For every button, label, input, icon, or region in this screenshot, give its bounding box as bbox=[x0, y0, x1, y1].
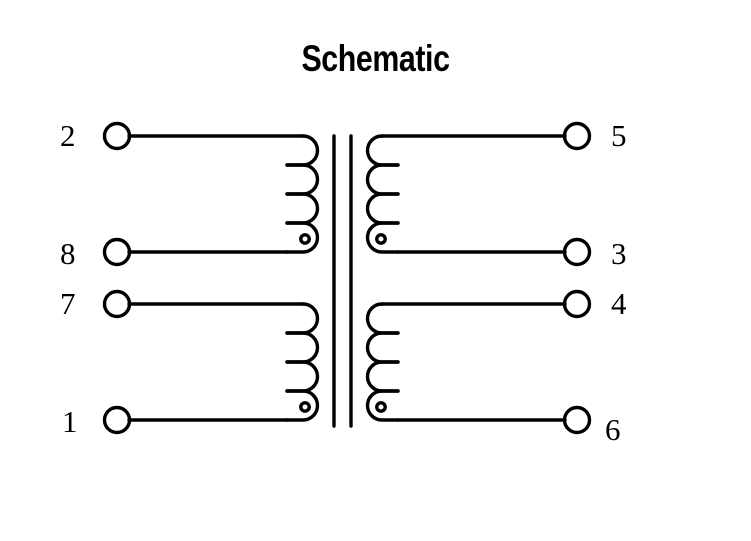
pin-label-4: 4 bbox=[611, 286, 627, 321]
terminal-circle-pin2[interactable] bbox=[102, 121, 132, 151]
page-title: Schematic bbox=[301, 38, 450, 79]
coil-turn-2 bbox=[365, 163, 400, 196]
coil-turn-3 bbox=[365, 360, 400, 393]
pin-label-8: 8 bbox=[60, 236, 76, 271]
coil-turn-1 bbox=[285, 302, 320, 335]
transformer-core bbox=[332, 134, 353, 428]
pin-label-3: 3 bbox=[611, 236, 627, 271]
coil-turn-3 bbox=[365, 192, 400, 225]
coil-turn-1 bbox=[365, 302, 400, 335]
winding-primary-lower bbox=[127, 302, 320, 422]
coil-turn-3 bbox=[285, 360, 320, 393]
coil-turn-2 bbox=[285, 163, 320, 196]
pin-label-1: 1 bbox=[62, 404, 78, 439]
pin-label-5: 5 bbox=[611, 118, 627, 153]
polarity-dot-primary-upper bbox=[299, 233, 311, 245]
winding-secondary-lower bbox=[365, 302, 567, 422]
terminal-circle-pin1[interactable] bbox=[102, 405, 132, 435]
polarity-dot-primary-lower bbox=[299, 401, 311, 413]
terminal-circle-pin8[interactable] bbox=[102, 237, 132, 267]
polarity-dot-secondary-lower bbox=[375, 401, 387, 413]
coil-turn-2 bbox=[285, 331, 320, 364]
coil-turn-4 bbox=[285, 389, 320, 422]
pin-label-7: 7 bbox=[60, 286, 76, 321]
terminal-circles bbox=[102, 121, 592, 435]
winding-secondary-upper bbox=[365, 134, 567, 254]
terminal-circle-pin6[interactable] bbox=[562, 405, 592, 435]
winding-primary-upper bbox=[127, 134, 320, 254]
terminal-circle-pin3[interactable] bbox=[562, 237, 592, 267]
coil-turn-3 bbox=[285, 192, 320, 225]
coil-turn-1 bbox=[285, 134, 320, 167]
coil-turn-1 bbox=[365, 134, 400, 167]
coil-turn-4 bbox=[365, 389, 400, 422]
pin-label-6: 6 bbox=[605, 412, 621, 447]
coil-turn-2 bbox=[365, 331, 400, 364]
pin-label-2: 2 bbox=[60, 118, 76, 153]
terminal-circle-pin4[interactable] bbox=[562, 289, 592, 319]
coil-turn-4 bbox=[365, 221, 400, 254]
polarity-dot-secondary-upper bbox=[375, 233, 387, 245]
terminal-circle-pin7[interactable] bbox=[102, 289, 132, 319]
coil-turn-1b bbox=[287, 165, 302, 194]
terminal-circle-pin5[interactable] bbox=[562, 121, 592, 151]
coil-turn-4 bbox=[285, 221, 320, 254]
